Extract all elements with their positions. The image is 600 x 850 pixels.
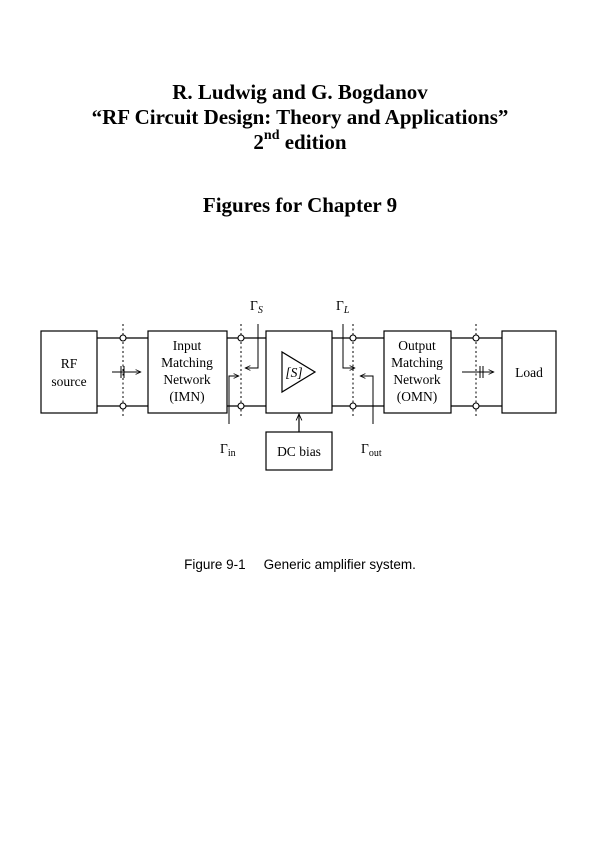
reference-planes [122, 324, 477, 418]
imn-label-1: Input [173, 338, 202, 353]
imn-label-4: (IMN) [169, 389, 204, 404]
edition-word: edition [279, 130, 347, 154]
load-block [501, 330, 557, 414]
amplifier-block [265, 330, 333, 414]
gamma-s-arrow [245, 324, 259, 368]
gamma-s-label: ΓS [250, 298, 263, 316]
imn-label-2: Matching [161, 355, 213, 370]
dc-bias-label: DC bias [277, 444, 321, 459]
gamma-out-arrow [360, 376, 374, 424]
edition-suffix: nd [263, 128, 280, 143]
amplifier-label: [S] [285, 365, 302, 380]
terminal [119, 334, 127, 342]
power-flow-arrow-load [462, 366, 494, 378]
caption-number: Figure 9-1 [184, 557, 246, 572]
terminal [472, 334, 480, 342]
dc-bias-block [265, 431, 333, 471]
rf-source-label-2: source [51, 374, 86, 389]
terminal [119, 402, 127, 410]
title-block: R. Ludwig and G. Bogdanov “RF Circuit De… [0, 80, 600, 155]
gamma-l-arrow [342, 324, 355, 368]
omn-label-2: Matching [391, 355, 443, 370]
rf-source-block [40, 330, 98, 414]
edition: 2nd edition [0, 128, 600, 155]
gamma-in-label: Γin [220, 441, 236, 459]
omn-label-4: (OMN) [397, 389, 438, 404]
edition-number: 2 [253, 130, 264, 154]
load-label: Load [515, 365, 543, 380]
figure-caption: Figure 9-1 Generic amplifier system. [0, 557, 600, 572]
terminal [237, 334, 245, 342]
terminal [472, 402, 480, 410]
terminal [349, 402, 357, 410]
caption-text: Generic amplifier system. [263, 557, 416, 572]
terminals [119, 334, 480, 410]
chapter-heading: Figures for Chapter 9 [202, 193, 398, 217]
authors: R. Ludwig and G. Bogdanov [172, 80, 428, 104]
gamma-l-label: ΓL [336, 298, 350, 316]
terminal [237, 402, 245, 410]
gamma-in-arrow [228, 376, 239, 424]
omn-label-1: Output [398, 338, 436, 353]
imn-label-3: Network [163, 372, 210, 387]
omn-block [383, 330, 452, 414]
amplifier-triangle-icon [281, 350, 317, 394]
book-title: “RF Circuit Design: Theory and Applicati… [91, 105, 509, 129]
terminal [349, 334, 357, 342]
omn-label-3: Network [393, 372, 440, 387]
imn-block [147, 330, 228, 414]
gamma-out-label: Γout [361, 441, 382, 459]
power-flow-arrow-source [112, 366, 141, 378]
rf-source-label-1: RF [61, 356, 78, 371]
